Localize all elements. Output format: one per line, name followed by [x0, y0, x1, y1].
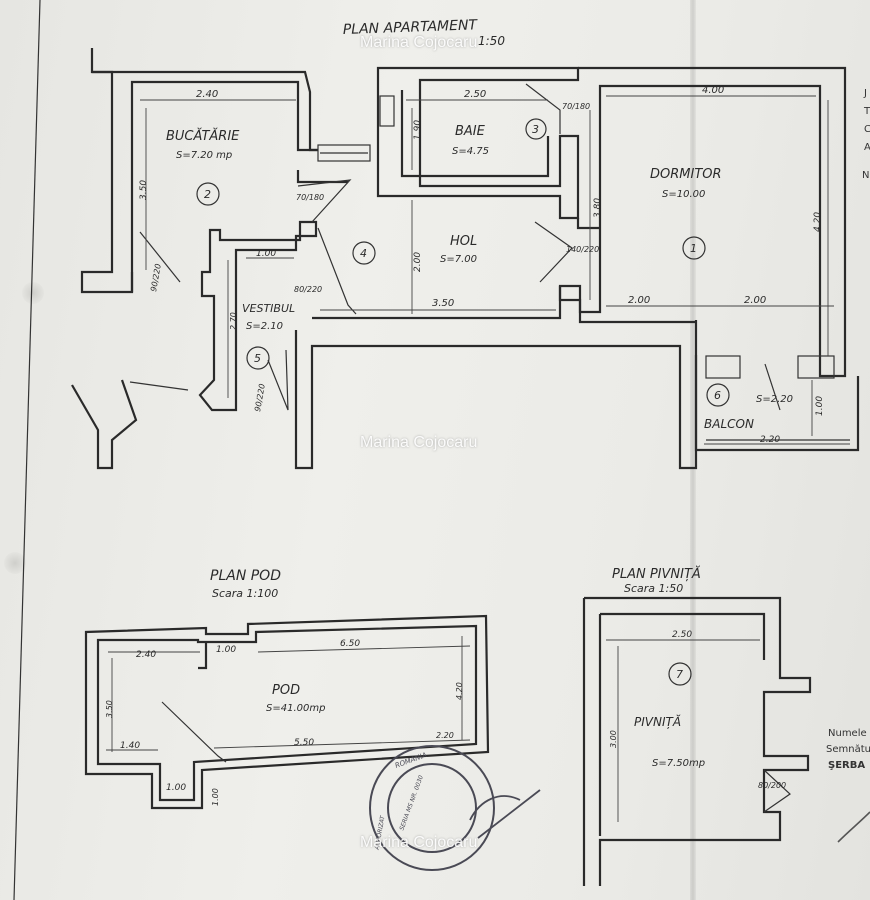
cellar-scale: Scara 1:50 — [624, 582, 683, 595]
dimension-label: 5.50 — [294, 738, 314, 748]
edge-text: C — [864, 124, 870, 135]
door-label: 70/180 — [296, 193, 324, 202]
room-name: BALCON — [704, 417, 754, 431]
dimension-label: 3.50 — [105, 700, 114, 718]
dimension-label: 2.40 — [136, 650, 156, 660]
room-area: S=2.20 — [756, 394, 793, 405]
room-number: 6 — [714, 389, 721, 402]
attic-scale: Scara 1:100 — [212, 587, 278, 600]
dimension-label: 1.90 — [413, 120, 423, 140]
dimension-label: 2.50 — [672, 630, 692, 640]
dimension-label: 3.50 — [139, 180, 149, 200]
dimension-label: 4.00 — [702, 85, 724, 96]
dimension-label: 2.50 — [464, 89, 486, 100]
official-stamp — [369, 745, 541, 871]
dimension-label: 2.00 — [744, 295, 766, 306]
paper-fold — [690, 0, 696, 900]
attic-title: PLAN POD — [210, 568, 281, 584]
edge-text: J — [864, 88, 867, 99]
dimension-label: 3.00 — [609, 730, 618, 748]
room-name: DORMITOR — [650, 167, 722, 182]
dimension-label: 2.20 — [760, 435, 780, 445]
room-area: S=10.00 — [662, 189, 705, 200]
room-name: HOL — [450, 234, 477, 249]
room-name: POD — [272, 683, 300, 698]
edge-text: T — [864, 106, 870, 117]
edge-text: ŞERBA — [828, 760, 866, 771]
dimension-label: 4.20 — [455, 682, 464, 700]
dimension-label: 3.80 — [593, 198, 603, 218]
room-area: S=7.00 — [440, 254, 477, 265]
door-label: 80/220 — [294, 285, 322, 294]
room-number: 1 — [690, 242, 697, 255]
stamp-text: SERIA MS NR. 0030 — [398, 774, 425, 831]
room-number: 7 — [676, 668, 683, 681]
room-area: S=7.20 mp — [176, 150, 232, 161]
edge-text: A — [864, 142, 870, 153]
room-area: S=2.10 — [246, 321, 283, 332]
dimension-label: 3.50 — [432, 298, 454, 309]
punch-hole — [4, 552, 26, 574]
room-area: S=4.75 — [452, 146, 489, 157]
watermark: Marina Cojocaru — [360, 834, 478, 851]
attic-plan — [84, 614, 490, 810]
room-number: 5 — [254, 352, 261, 365]
dimension-label: 2.00 — [413, 252, 423, 272]
apartment-scale: 1:50 — [478, 34, 505, 48]
door-label: 80/200 — [758, 781, 786, 790]
apartment-plan — [71, 48, 860, 470]
dimension-label: 4.20 — [813, 212, 823, 232]
room-number: 4 — [360, 247, 367, 260]
room-name: BUCĂTĂRIE — [166, 128, 240, 144]
cellar-title: PLAN PIVNIȚĂ — [612, 566, 701, 582]
edge-text: N — [862, 170, 870, 181]
dimension-label: 1.00 — [256, 249, 276, 259]
room-number: 3 — [532, 123, 539, 136]
room-area: S=41.00mp — [266, 703, 325, 714]
dimension-label: 1.00 — [211, 788, 220, 806]
edge-text: Semnătu — [826, 744, 870, 755]
stamp-text: ROMANIA — [394, 751, 428, 770]
room-name: PIVNIȚĂ — [634, 714, 681, 729]
dimension-label: 1.00 — [815, 396, 825, 416]
watermark: Marina Cojocaru — [360, 434, 478, 451]
dimension-label: 2.70 — [229, 312, 238, 330]
room-name: BAIE — [455, 124, 486, 139]
watermark: Marina Cojocaru — [360, 34, 478, 51]
edge-text: Numele — [828, 728, 867, 739]
room-area: S=7.50mp — [652, 758, 705, 769]
door-label: 90/220 — [253, 383, 267, 412]
door-label: 70/180 — [562, 102, 590, 111]
dimension-label: 2.00 — [628, 295, 650, 306]
apartment-title: PLAN APARTAMENT — [343, 17, 479, 38]
punch-hole — [22, 282, 44, 304]
cellar-plan — [582, 596, 812, 886]
room-name: VESTIBUL — [242, 302, 295, 315]
dimension-label: 1.00 — [216, 645, 236, 655]
door-label: 90/220 — [149, 263, 163, 292]
dimension-label: 1.00 — [166, 783, 186, 793]
dimension-label: 1.40 — [120, 741, 140, 751]
margin-line — [13, 0, 41, 900]
dimension-label: 2.40 — [196, 89, 218, 100]
room-number: 2 — [204, 188, 211, 201]
dimension-label: 6.50 — [340, 639, 360, 649]
door-label: 140/220 — [566, 245, 599, 254]
signature-mark — [837, 811, 870, 843]
dimension-label: 2.20 — [436, 731, 454, 740]
